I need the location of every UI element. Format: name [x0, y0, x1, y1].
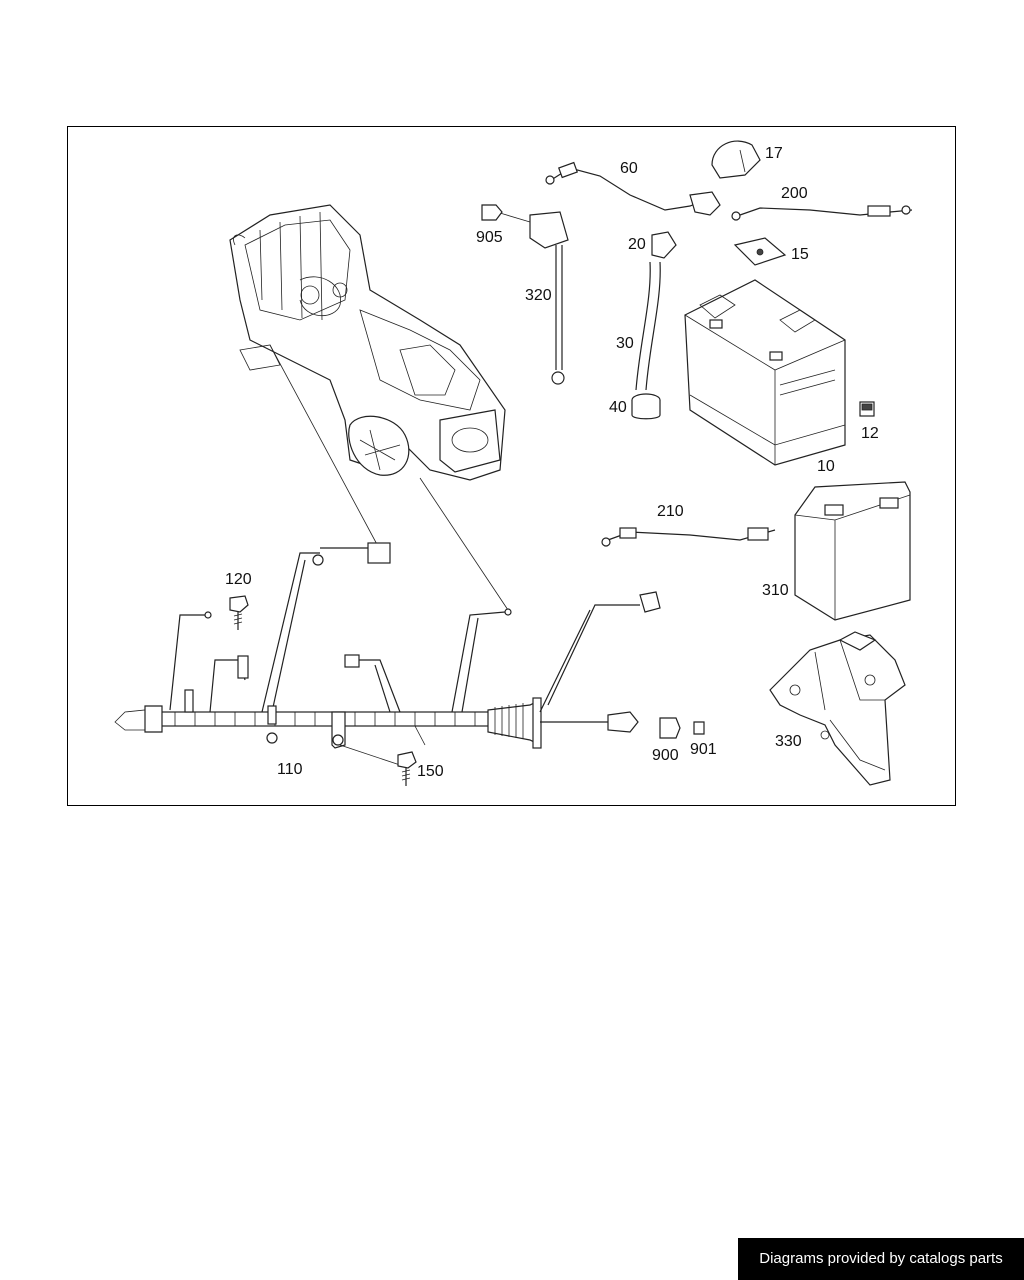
engine-transmission-assembly — [229, 204, 506, 481]
battery-bracket-330 — [769, 631, 906, 786]
screw-120 — [229, 595, 249, 630]
callout-110: 110 — [277, 761, 303, 778]
connector-905 — [481, 204, 503, 221]
callout-330: 330 — [775, 733, 802, 750]
callout-120: 120 — [225, 571, 252, 588]
terminal-cap-17 — [711, 140, 761, 179]
diagram-frame — [67, 126, 956, 806]
callout-30: 30 — [616, 335, 634, 352]
callout-150: 150 — [417, 763, 444, 780]
ground-cable-200 — [731, 205, 913, 221]
callout-10: 10 — [817, 458, 835, 475]
callout-15: 15 — [791, 246, 809, 263]
connector-900 — [659, 717, 681, 739]
battery-cable-60 — [545, 161, 721, 216]
bolt-12 — [859, 401, 875, 417]
callout-320: 320 — [525, 287, 552, 304]
callout-17: 17 — [765, 145, 783, 162]
auxiliary-battery-310 — [794, 481, 911, 621]
wiring-harness-110 — [114, 542, 661, 766]
callout-900: 900 — [652, 747, 679, 764]
callout-901: 901 — [690, 741, 717, 758]
callout-210: 210 — [657, 503, 684, 520]
callout-20: 20 — [628, 236, 646, 253]
cable-320 — [499, 211, 569, 385]
footer-credit-badge: Diagrams provided by catalogs parts — [738, 1238, 1024, 1280]
callout-310: 310 — [762, 582, 789, 599]
callout-40: 40 — [609, 399, 627, 416]
battery-10 — [684, 279, 846, 466]
callout-905: 905 — [476, 229, 503, 246]
screw-150 — [397, 751, 417, 786]
callout-12: 12 — [861, 425, 879, 442]
cable-210 — [601, 527, 776, 547]
callout-60: 60 — [620, 160, 638, 177]
callout-200: 200 — [781, 185, 808, 202]
vent-hose-assembly — [631, 231, 677, 420]
connector-901 — [693, 721, 705, 735]
